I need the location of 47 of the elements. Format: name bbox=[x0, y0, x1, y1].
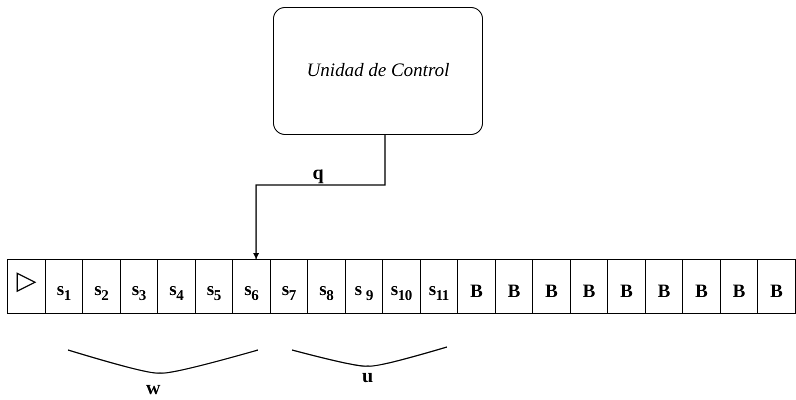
unit-label: Unidad de Control bbox=[306, 60, 450, 82]
tape-cell bbox=[344, 259, 383, 314]
tape-cell bbox=[682, 259, 720, 314]
brace-label: u bbox=[362, 366, 374, 386]
tape-symbol: s$_{4}$ bbox=[169, 280, 184, 304]
tape-symbol: s $_{9}$ bbox=[354, 280, 373, 304]
tape-symbol: B bbox=[620, 282, 632, 301]
tape-symbol: s$_{11}$ bbox=[428, 280, 449, 304]
control-unit-box bbox=[273, 7, 483, 135]
tape-symbol: B bbox=[658, 282, 670, 301]
tape-cell bbox=[44, 259, 83, 314]
tape-cell bbox=[720, 259, 758, 314]
tape-cell bbox=[607, 259, 646, 314]
tape-symbol: s$_{2}$ bbox=[94, 280, 108, 304]
tape-symbol: B bbox=[470, 282, 482, 301]
brace-label: w bbox=[146, 378, 160, 398]
tape-symbol: B bbox=[695, 282, 708, 301]
tape-cell bbox=[420, 259, 458, 314]
tape-cell bbox=[270, 259, 308, 314]
tape-cell bbox=[82, 259, 120, 314]
tape-cell bbox=[157, 259, 196, 314]
tape-cell bbox=[532, 259, 570, 314]
tape-symbol: s$_{5}$ bbox=[206, 280, 221, 304]
tape-symbol: s$_{6}$ bbox=[244, 280, 258, 304]
arrow bbox=[253, 135, 386, 259]
tape-cell bbox=[494, 259, 533, 314]
tape-symbol: B bbox=[582, 282, 595, 301]
tape-cell bbox=[194, 259, 233, 314]
tape-cell bbox=[7, 259, 46, 314]
tape-symbol: B bbox=[545, 282, 558, 301]
tape-symbol: s$_{8}$ bbox=[319, 280, 334, 304]
tape-symbol: s$_{10}$ bbox=[390, 280, 412, 304]
tape-symbol: B bbox=[770, 282, 782, 301]
tape-symbol: s$_{3}$ bbox=[132, 280, 146, 304]
tape-cell bbox=[120, 259, 158, 314]
tape-cell bbox=[644, 259, 683, 314]
tape-cell bbox=[570, 259, 608, 314]
start-marker: ▷ bbox=[16, 268, 36, 294]
tape-cell bbox=[757, 259, 796, 314]
tape-cell bbox=[457, 259, 496, 314]
tape-symbol: B bbox=[732, 282, 745, 301]
tape-cell bbox=[382, 259, 420, 314]
tape-cell bbox=[232, 259, 270, 314]
tape-symbol: s$_{1}$ bbox=[56, 280, 71, 304]
tape-cell bbox=[307, 259, 346, 314]
tape-symbol: B bbox=[508, 282, 520, 301]
tape-symbol: s$_{7}$ bbox=[282, 280, 296, 304]
